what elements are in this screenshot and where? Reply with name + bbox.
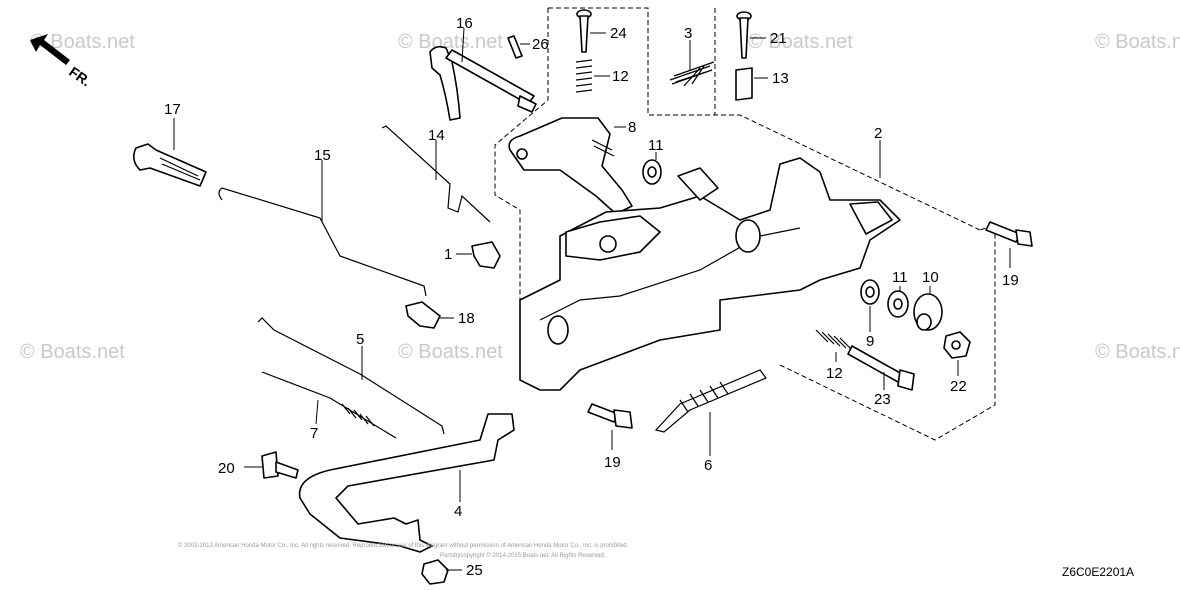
callout-8: 8 — [628, 119, 636, 136]
callout-11: 11 — [892, 269, 908, 286]
watermark: © Boats.net — [20, 341, 125, 363]
part-1-clip — [456, 241, 501, 269]
part-4-lever — [298, 413, 515, 553]
watermark: © Boats.net — [30, 31, 135, 53]
callout-2: 2 — [874, 125, 882, 142]
part-11-washer-lower — [887, 286, 909, 318]
part-18-clip — [405, 301, 454, 329]
part-21-screw — [736, 11, 766, 59]
callout-19: 19 — [604, 454, 621, 471]
callout-13: 13 — [772, 70, 789, 87]
callout-24: 24 — [610, 25, 627, 42]
part-3-spring — [669, 40, 715, 87]
copyright-line-2: Partsbycopyright © 2014-2015 Boats.net. … — [440, 552, 606, 559]
callout-4: 4 — [454, 503, 462, 520]
part-10-roller — [913, 286, 943, 331]
callout-21: 21 — [770, 30, 787, 47]
callout-7: 7 — [310, 425, 318, 442]
part-19-bolt-lower — [587, 403, 633, 450]
part-12-spring-lower — [815, 329, 853, 362]
watermark: © Boats.net — [398, 341, 503, 363]
callout-12: 12 — [612, 68, 629, 85]
callout-10: 10 — [922, 269, 939, 286]
part-16-lever — [429, 27, 537, 121]
watermark: © Boats.net — [748, 31, 853, 53]
callout-11: 11 — [648, 137, 664, 154]
part-8-bracket — [508, 117, 633, 215]
callout-25: 25 — [466, 562, 483, 579]
part-9-washer — [860, 279, 880, 332]
callout-15: 15 — [314, 147, 331, 164]
part-13-collar — [735, 67, 768, 101]
part-6-spring — [654, 369, 767, 456]
callout-23: 23 — [874, 391, 891, 408]
part-17-knob — [132, 118, 207, 187]
part-26-pin — [507, 35, 530, 59]
callout-9: 9 — [866, 333, 874, 350]
watermarks: © Boats.net © Boats.net © Boats.net © Bo… — [20, 31, 1180, 363]
watermark: © Boats.net — [398, 31, 503, 53]
callout-12: 12 — [826, 365, 843, 382]
part-24-screw — [576, 9, 606, 53]
callout-17: 17 — [164, 101, 181, 118]
part-25-nut — [421, 559, 462, 585]
part-7-spring-rod — [261, 371, 397, 439]
part-5-rod — [257, 317, 445, 435]
diagram-code: Z6C0E2201A — [1062, 565, 1134, 579]
part-2-control-base — [519, 140, 901, 391]
watermark: © Boats.net — [1095, 31, 1180, 53]
part-22-nut — [943, 331, 971, 376]
part-19-bolt-right — [985, 221, 1033, 268]
callout-16: 16 — [456, 15, 473, 32]
callout-6: 6 — [704, 457, 712, 474]
part-14-rod — [381, 125, 491, 223]
callout-18: 18 — [458, 310, 475, 327]
callouts: 16 26 24 12 3 21 13 17 15 14 8 11 2 1 18… — [164, 15, 1019, 579]
callout-1: 1 — [444, 246, 452, 263]
part-23-bolt — [847, 345, 915, 391]
callout-14: 14 — [428, 127, 445, 144]
part-11-washer — [642, 152, 662, 185]
callout-20: 20 — [218, 460, 235, 477]
part-15-rod — [218, 160, 427, 297]
part-20-screw — [244, 451, 299, 479]
callout-19: 19 — [1002, 272, 1019, 289]
callout-5: 5 — [356, 331, 364, 348]
part-12-spring — [575, 59, 610, 93]
callout-26: 26 — [532, 36, 549, 53]
callout-22: 22 — [950, 378, 967, 395]
copyright-line-1: © 2002-2013 American Honda Motor Co., In… — [178, 542, 629, 549]
watermark: © Boats.net — [1095, 341, 1180, 363]
callout-3: 3 — [684, 25, 692, 42]
direction-label: FR. — [66, 63, 94, 89]
